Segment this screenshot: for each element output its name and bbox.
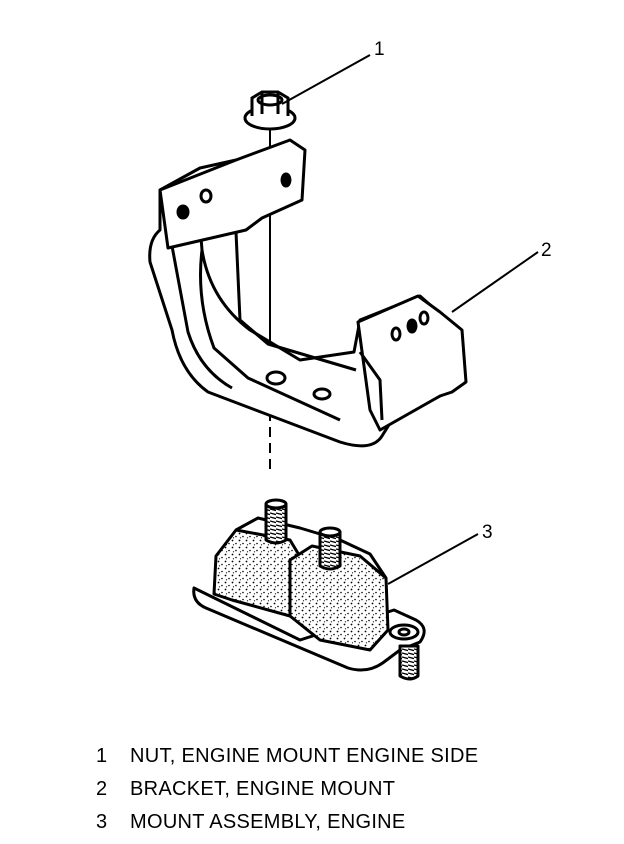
nut-part (243, 90, 297, 131)
legend-number: 2 (96, 778, 108, 800)
legend-text: MOUNT ASSEMBLY, ENGINE (130, 811, 406, 833)
legend-number: 1 (96, 745, 108, 767)
callout-2: 2 (541, 240, 552, 261)
callout-3: 3 (482, 522, 493, 543)
leader-line-3 (387, 533, 479, 585)
parts-legend: 1 NUT, ENGINE MOUNT ENGINE SIDE 2 BRACKET,… (96, 745, 478, 844)
legend-item: 3 MOUNT ASSEMBLY, ENGINE (96, 811, 478, 844)
legend-text: BRACKET, ENGINE MOUNT (130, 778, 396, 800)
legend-item: 2 BRACKET, ENGINE MOUNT (96, 778, 478, 811)
callout-1: 1 (374, 39, 385, 60)
leader-line-1 (281, 54, 371, 105)
engine-mount-exploded-diagram: 1 2 3 (148, 39, 552, 681)
bracket-part (148, 138, 468, 448)
mount-assembly-part (192, 498, 426, 681)
legend-item: 1 NUT, ENGINE MOUNT ENGINE SIDE (96, 745, 478, 778)
legend-text: NUT, ENGINE MOUNT ENGINE SIDE (130, 745, 479, 767)
leader-lines (281, 54, 539, 585)
leader-line-2 (451, 251, 539, 313)
legend-number: 3 (96, 811, 108, 833)
